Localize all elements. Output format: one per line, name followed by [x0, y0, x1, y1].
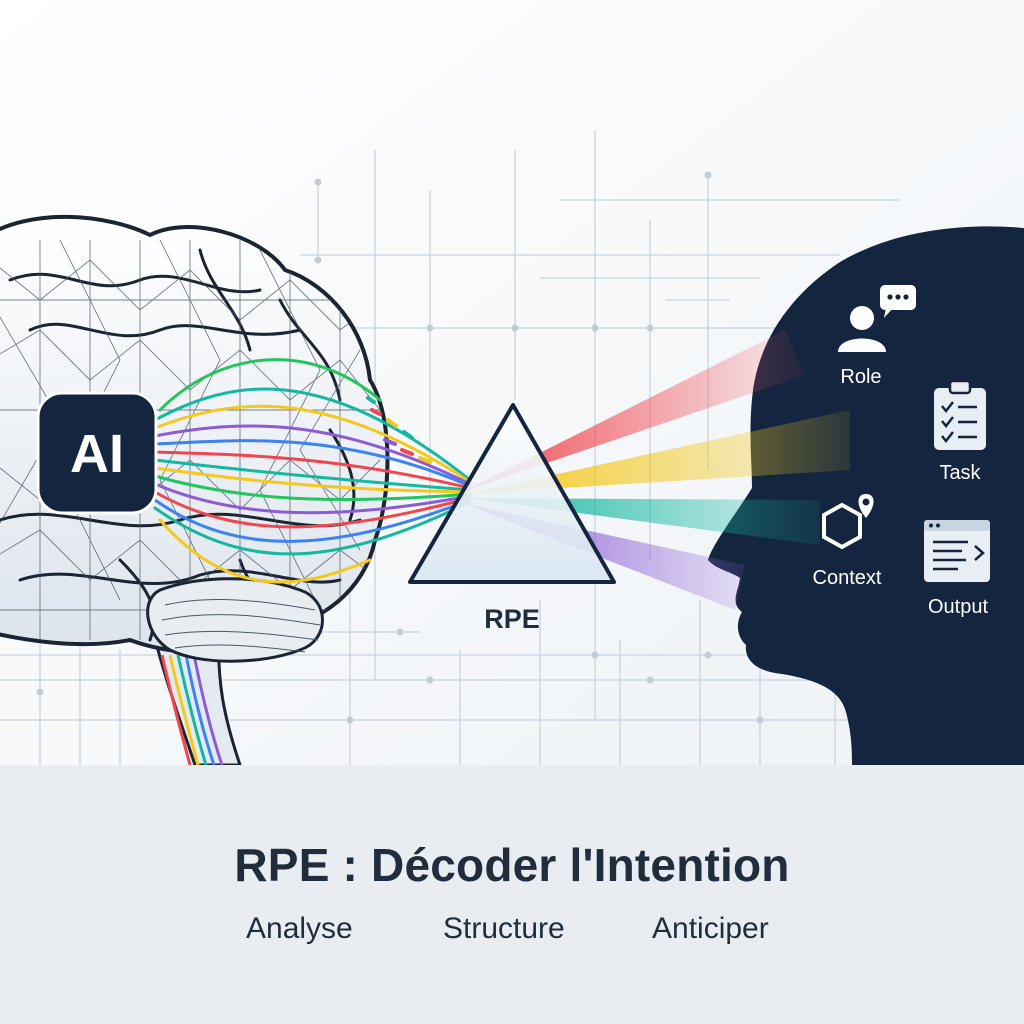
circuit-grid: [0, 130, 1000, 765]
ai-badge: AI: [36, 391, 158, 515]
output-label: Output: [928, 596, 988, 618]
clipboard-checklist-icon: [934, 379, 986, 450]
prism: RPE: [408, 403, 616, 634]
beam-yellow: [466, 410, 850, 494]
footer-title: RPE : Décoder l'Intention: [234, 839, 790, 891]
role-label: Role: [840, 366, 881, 388]
footer-item-structure: Structure: [443, 912, 565, 945]
circuit-nodes: [36, 171, 764, 724]
neural-streams: [153, 358, 472, 584]
context-label: Context: [813, 567, 882, 589]
footer-panel: [0, 765, 1024, 1024]
user-chat-icon: [838, 285, 916, 352]
hexagon-pin-icon: [822, 494, 874, 550]
prism-label: RPE: [484, 604, 540, 634]
signal-dashes: [366, 396, 432, 464]
window-document-icon: [924, 520, 990, 582]
diagram-canvas: AI RPE Role Task: [0, 0, 1024, 765]
ai-badge-label: AI: [70, 424, 124, 484]
footer-item-anticiper: Anticiper: [652, 912, 769, 945]
beam-red: [462, 330, 805, 492]
task-label: Task: [939, 462, 981, 484]
brain-illustration: [0, 214, 390, 663]
footer-item-analyse: Analyse: [246, 912, 353, 945]
cerebellum: [146, 577, 324, 663]
